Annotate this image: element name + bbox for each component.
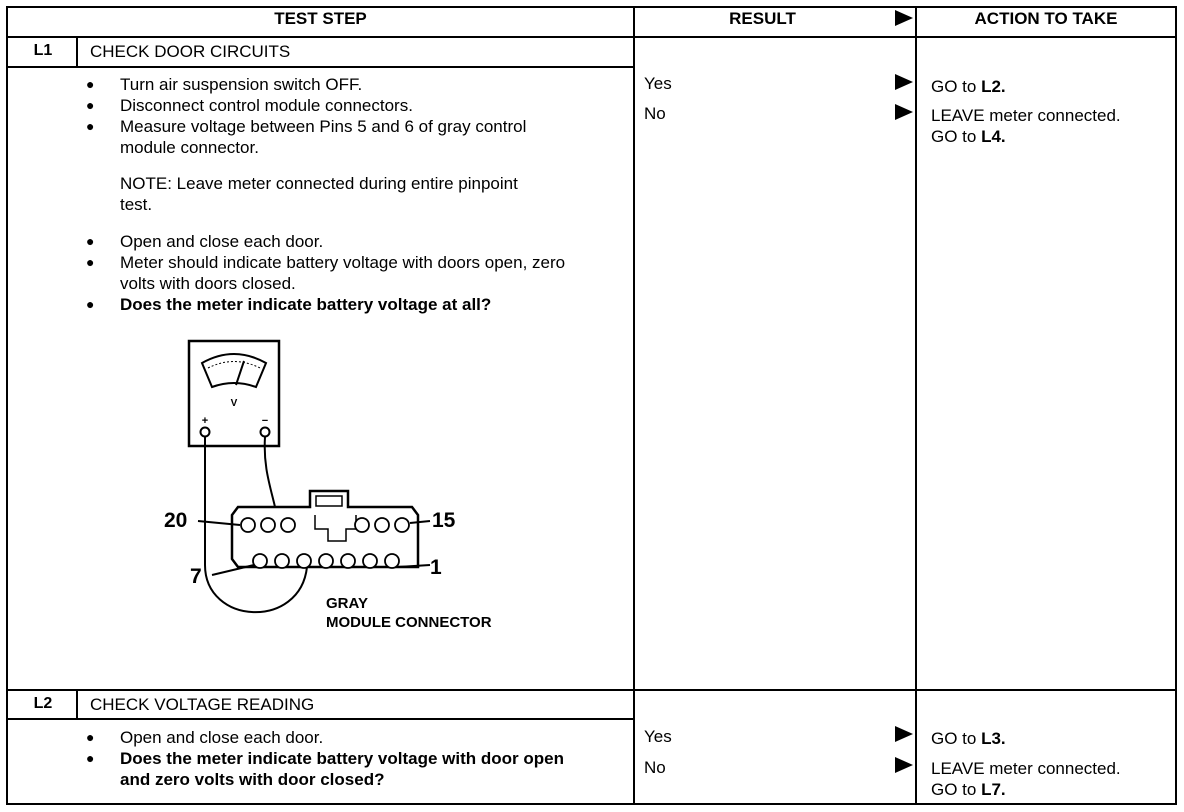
l1-bullet-2: Disconnect control module connectors.: [86, 95, 620, 116]
l1-bullet-5: Meter should indicate battery voltage wi…: [86, 252, 580, 294]
pin-label-1: 1: [430, 556, 442, 579]
l1-action-no: LEAVE meter connected. GO to L4.: [931, 105, 1176, 147]
voltmeter-dial: [200, 353, 268, 389]
voltmeter-plus: +: [202, 415, 208, 427]
l1-action-yes-text: GO to: [931, 77, 982, 96]
l2-bullet-1: Open and close each door.: [86, 727, 620, 748]
l2-result-no: No: [644, 758, 666, 777]
step-title-l1: CHECK DOOR CIRCUITS: [90, 42, 291, 61]
step-id-l2: L2: [33, 695, 53, 712]
plus-terminal: [199, 426, 211, 438]
voltmeter-connector-diagram: V + − 20 15 7 1 GRAY MODULE CONNECTOR: [164, 339, 492, 631]
l1-action-no-ref: L4.: [981, 127, 1006, 146]
l1-bullet-3: Measure voltage between Pins 5 and 6 of …: [86, 116, 560, 158]
connector-caption-line2: MODULE CONNECTOR: [326, 614, 492, 631]
l1-action-yes: GO to L2.: [931, 76, 1176, 97]
l1-yes-arrow-icon: [895, 74, 913, 90]
l2-result-yes: Yes: [644, 727, 672, 746]
l2-action-yes-text: GO to: [931, 729, 982, 748]
step-title-l2: CHECK VOLTAGE READING: [90, 695, 315, 714]
positive-lead: [204, 437, 308, 614]
l1-no-arrow-icon: [895, 104, 913, 120]
header-action: ACTION TO TAKE: [974, 9, 1118, 28]
l2-bullet-2: Does the meter indicate battery voltage …: [86, 748, 570, 790]
l2-no-arrow-icon: [895, 757, 913, 773]
l1-result-no: No: [644, 104, 666, 123]
voltmeter-minus: −: [262, 415, 268, 427]
l2-action-no-ref: L7.: [981, 780, 1006, 799]
l1-action-yes-ref: L2.: [981, 77, 1006, 96]
pin-label-7: 7: [190, 565, 202, 588]
l1-bullet-1: Turn air suspension switch OFF.: [86, 74, 620, 95]
l2-action-no-line1: LEAVE meter connected.: [931, 759, 1121, 778]
pin-label-20: 20: [164, 509, 187, 532]
l2-yes-arrow-icon: [895, 726, 913, 742]
header-result: RESULT: [729, 9, 796, 28]
l2-action-yes: GO to L3.: [931, 728, 1176, 749]
pin-label-15: 15: [432, 509, 456, 532]
connector-caption-line1: GRAY: [326, 595, 368, 612]
header-arrow-icon: [895, 10, 913, 26]
l2-action-no-text: GO to: [931, 780, 982, 799]
l1-action-no-text: GO to: [931, 127, 982, 146]
voltmeter-needle: [235, 360, 245, 386]
header-test-step: TEST STEP: [274, 9, 367, 28]
l1-note: NOTE: Leave meter connected during entir…: [120, 174, 518, 214]
voltmeter-symbol: V: [231, 398, 238, 409]
l2-action-no: LEAVE meter connected. GO to L7.: [931, 758, 1176, 800]
minus-terminal: [259, 426, 271, 438]
step-id-l1: L1: [33, 42, 53, 59]
l1-bullet-6: Does the meter indicate battery voltage …: [86, 294, 620, 315]
l1-bullet-4: Open and close each door.: [86, 231, 620, 252]
l1-action-no-line1: LEAVE meter connected.: [931, 106, 1121, 125]
l1-result-yes: Yes: [644, 74, 672, 93]
l2-action-yes-ref: L3.: [981, 729, 1006, 748]
